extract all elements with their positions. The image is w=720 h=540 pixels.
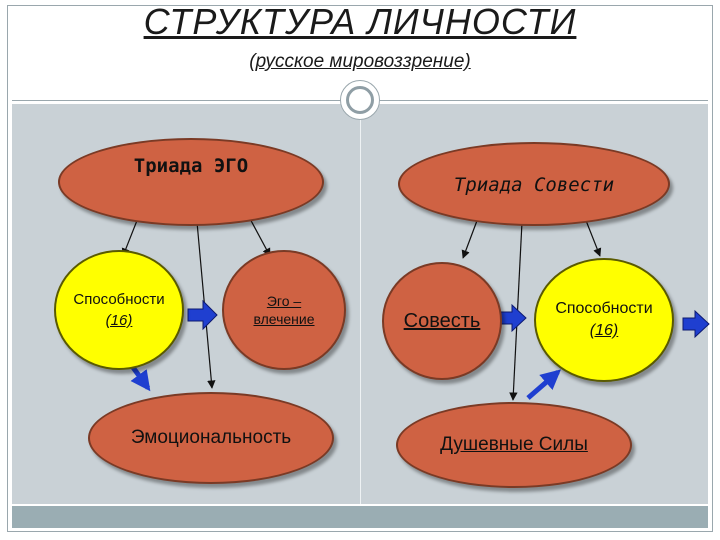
blue-arrow-soul-forces-to-abilities [526, 369, 562, 400]
arrow-ego-to-abilities [121, 217, 139, 257]
node-triad-ego: Триада ЭГО [58, 138, 324, 226]
node-conscience: Совесть [382, 262, 502, 380]
node-triad-ego-label: Триада ЭГО [133, 155, 249, 178]
node-conscience-label: Совесть [403, 309, 481, 332]
node-emotionality: Эмоциональность [88, 392, 334, 484]
arrow-conscience-triad-to-conscience [461, 217, 479, 259]
node-abilities-right: Способности (16) [534, 258, 674, 382]
node-soul-forces-label: Душевные Силы [440, 434, 588, 456]
slide-title: СТРУКТУРА ЛИЧНОСТИ [143, 1, 577, 42]
center-divider [360, 104, 361, 504]
node-abilities-right-sub: (16) [589, 322, 619, 339]
node-ego-attraction-label: Эго – [266, 292, 302, 309]
node-abilities-left: Способности (16) [54, 250, 184, 370]
node-abilities-right-label: Способности [555, 299, 653, 317]
node-abilities-left-label: Способности [73, 290, 165, 308]
node-soul-forces: Душевные Силы [396, 402, 632, 488]
blue-arrow-conscience-to-abilities [499, 303, 527, 333]
node-ego-attraction: Эго – влечение [222, 250, 346, 370]
blue-arrow-abilities-to-emotionality [129, 364, 151, 392]
node-abilities-left-sub: (16) [105, 312, 133, 329]
arrow-conscience-triad-to-abilities [584, 217, 602, 257]
blue-arrow-abilities-to-attraction [187, 299, 218, 331]
slide-frame [7, 5, 713, 532]
slide-knob-icon [340, 80, 380, 120]
arrow-ego-to-attraction [247, 214, 271, 257]
node-triad-conscience-label: Триада Совести [453, 174, 615, 197]
slide-footer-bar [12, 506, 708, 528]
blue-arrow-abilities-outward [682, 309, 710, 339]
node-ego-attraction-sub: влечение [253, 311, 315, 327]
slide-subtitle: (русское мировоззрение) [249, 51, 471, 72]
node-triad-conscience: Триада Совести [398, 142, 670, 226]
node-emotionality-label: Эмоциональность [130, 427, 292, 449]
